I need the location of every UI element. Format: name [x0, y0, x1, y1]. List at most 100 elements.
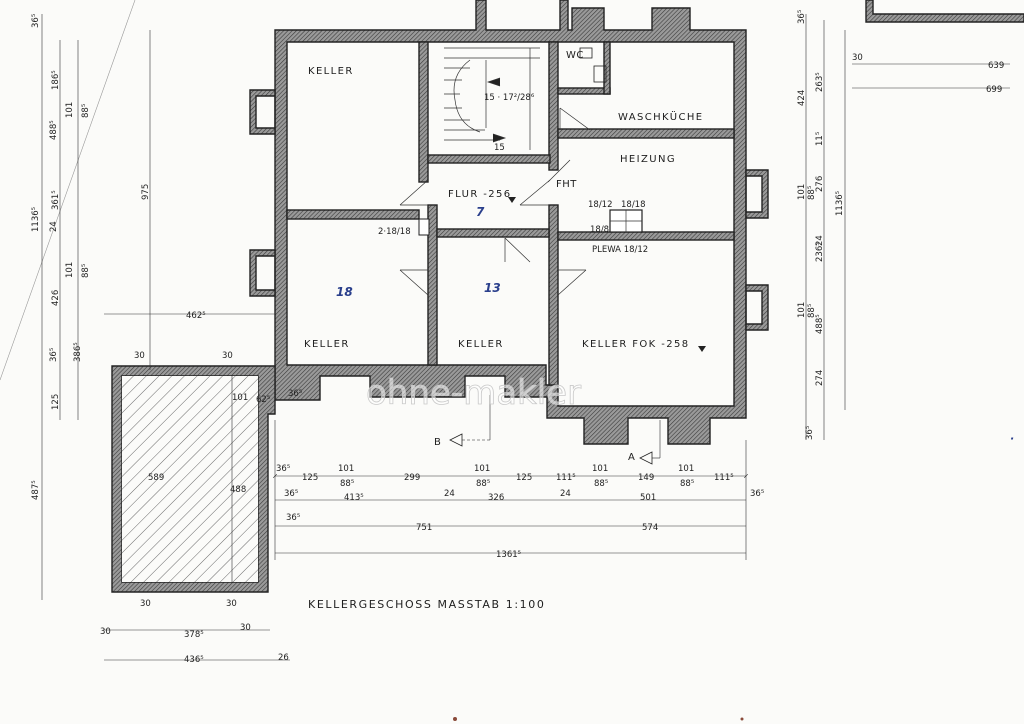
dims-bottom-row2-3: 326 — [488, 493, 504, 503]
dims-annex-8: 30 — [226, 599, 237, 609]
dims-right-13: 36⁵ — [805, 426, 815, 440]
room-heizung: HEIZUNG — [620, 154, 676, 165]
dims-top-right-1: 639 — [988, 61, 1004, 71]
room-number-7: 7 — [476, 205, 485, 219]
dims-left-inner-0: 101 — [65, 102, 75, 118]
dims-annex-6: 488 — [230, 485, 246, 495]
dims-annex-bottom-4: 26 — [278, 653, 289, 663]
dims-annex-bottom-3: 436⁵ — [184, 655, 204, 665]
dims-bottom-row1-8: 111⁵ — [556, 473, 576, 483]
wall-h2 — [557, 128, 735, 139]
dims-annex-bottom-1: 378⁵ — [184, 630, 204, 640]
room-keller-fok: KELLER FOK -258 — [582, 339, 690, 350]
dims-right-8: 24 — [815, 235, 825, 246]
dims-bottom-row1-9: 101 — [592, 464, 608, 474]
dims-left-mid-1: 488⁵ — [49, 120, 59, 140]
dims-left-mid-2: 975 — [141, 184, 151, 200]
dims-bottom-row3-0: 36⁵ — [286, 513, 300, 523]
dims-annex-bottom-2: 30 — [240, 623, 251, 633]
dims-bottom-row1-13: 88⁵ — [680, 479, 694, 489]
bay-east-2 — [745, 284, 769, 331]
dims-bottom-row1-14: 111⁵ — [714, 473, 734, 483]
dims-bottom-row4-0: 1361⁵ — [496, 550, 521, 560]
dims-bottom-row1-5: 101 — [474, 464, 490, 474]
chimney-label-2: 18/18 — [621, 200, 646, 210]
dims-annex-9: 36⁵ — [288, 389, 302, 399]
wc-bowl — [593, 65, 607, 83]
dims-left-mid-8: 125 — [51, 394, 61, 410]
dims-bottom-row3-2: 574 — [642, 523, 658, 533]
dims-bottom-row1-3: 88⁵ — [340, 479, 354, 489]
dims-right-5: 101 — [797, 184, 807, 200]
dims-left-mid-4: 24 — [49, 221, 59, 232]
dims-left-outer-0: 36⁵ — [31, 14, 41, 28]
dims-right-10: 88⁵ — [807, 304, 817, 318]
neighbour-wall — [865, 0, 1024, 23]
room-number-18: 18 — [336, 285, 353, 299]
dims-annex-2: 62⁵ — [256, 395, 270, 405]
dims-annex-7: 30 — [140, 599, 151, 609]
door-swings — [399, 107, 591, 296]
room-wc: WC — [566, 50, 584, 61]
dims-right-2: 263⁵ — [815, 72, 825, 92]
room-fht: FHT — [556, 179, 577, 190]
dims-right-11: 488⁵ — [815, 314, 825, 334]
paper-fold-line — [0, 0, 136, 381]
dims-left-outer-2: 487⁵ — [31, 480, 41, 500]
dims-right-9: 101 — [797, 302, 807, 318]
ink-speck — [453, 717, 457, 721]
level-marker-fok — [698, 346, 706, 352]
staircase — [444, 47, 540, 150]
room-keller-nw: KELLER — [308, 66, 354, 77]
dims-right-7: 236⁵ — [815, 242, 825, 262]
dims-left-inner-2: 101 — [65, 262, 75, 278]
wall-v1b — [427, 204, 438, 366]
watermark: ohne-makler — [366, 373, 581, 413]
dims-bottom-row2-6: 36⁵ — [750, 489, 764, 499]
dims-annex-1: 30 — [222, 351, 233, 361]
section-a-arrow — [639, 451, 653, 465]
drawing-title: KELLERGESCHOSS MASSTAB 1:100 — [308, 598, 545, 611]
wall-v2b — [548, 204, 559, 386]
dims-bottom-row1-7: 125 — [516, 473, 532, 483]
stair-steps: 15 · 17²/28⁶ — [484, 93, 535, 103]
dims-bottom-row1-12: 101 — [678, 464, 694, 474]
stair-count: 15 — [494, 143, 505, 153]
dims-annex-4: 101 — [232, 393, 248, 403]
wall-h4 — [427, 154, 551, 164]
wall-wc-v — [603, 41, 611, 95]
level-marker-flur — [508, 197, 516, 203]
label-plewa: PLEWA 18/12 — [592, 245, 648, 255]
dims-bottom-row2-1: 413⁵ — [344, 493, 364, 503]
dims-right-12: 274 — [815, 370, 825, 386]
dims-left-inner-3: 88⁵ — [81, 264, 91, 278]
chimney-label-1: 18/12 — [588, 200, 613, 210]
wall-v2 — [548, 41, 559, 171]
dims-top-right-2: 699 — [986, 85, 1002, 95]
section-b-arrow — [449, 433, 463, 447]
dims-annex-5: 589 — [148, 473, 164, 483]
dims-annex-3: 462⁵ — [186, 311, 206, 321]
dims-annex-0: 30 — [134, 351, 145, 361]
dims-bottom-row2-4: 24 — [560, 489, 571, 499]
bay-west-1 — [249, 89, 276, 135]
dims-bottom-row2-0: 36⁵ — [284, 489, 298, 499]
section-label-a: A — [628, 452, 636, 463]
dims-right-3: 11⁵ — [815, 132, 825, 146]
dims-bottom-row2-5: 501 — [640, 493, 656, 503]
room-keller-mid: KELLER — [458, 339, 504, 350]
dims-left-mid-0: 186⁵ — [51, 70, 61, 90]
chimney-label-4: 2·18/18 — [378, 227, 411, 237]
bay-east-1 — [745, 169, 769, 219]
dimension-lines — [41, 14, 1010, 661]
wall-h5 — [436, 228, 550, 238]
annex-fill — [122, 376, 258, 582]
dims-left-mid-3: 361⁵ — [51, 190, 61, 210]
wall-v1 — [418, 41, 429, 183]
dims-left-mid-5: 426 — [51, 290, 61, 306]
dims-annex-bottom-0: 30 — [100, 627, 111, 637]
room-number-13: 13 — [484, 281, 501, 295]
dims-top-right-0: 30 — [852, 53, 863, 63]
